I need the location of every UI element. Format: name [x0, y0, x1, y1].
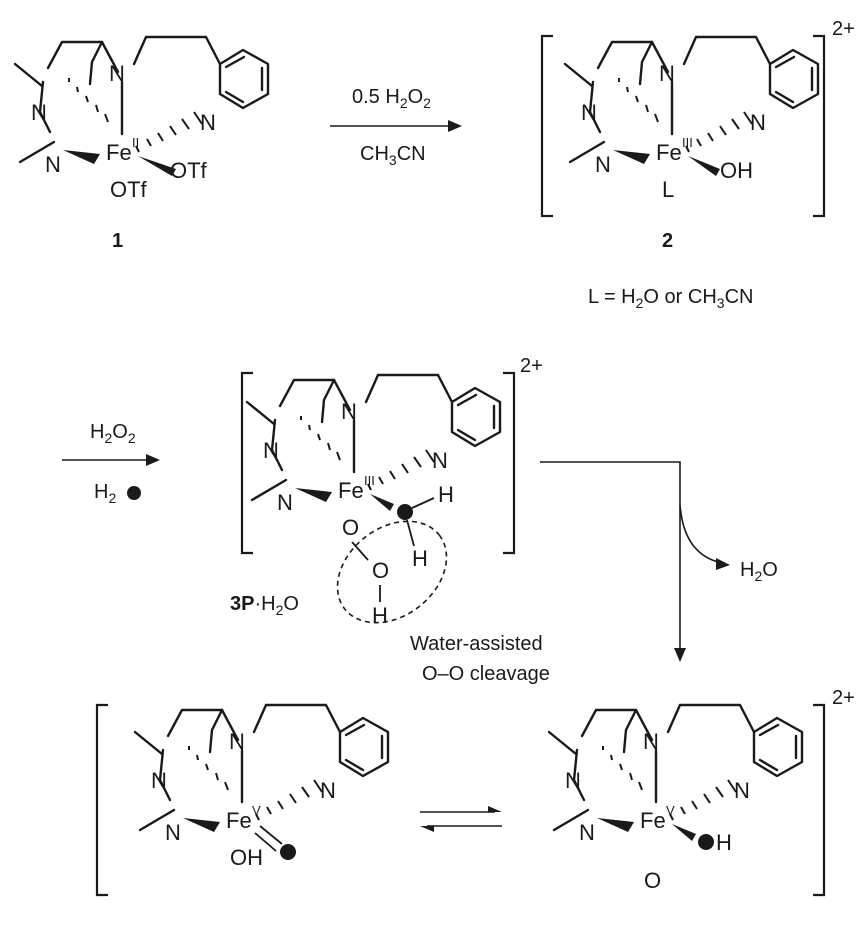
byproduct-water: H2O	[740, 559, 778, 584]
charge-2: 2+	[832, 18, 855, 40]
n-top: N	[109, 61, 125, 86]
svg-text:CH3CN: CH3CN	[360, 143, 426, 168]
svg-text:H: H	[372, 603, 388, 628]
fe-label: Fe	[226, 808, 252, 833]
svg-text:N: N	[432, 448, 448, 473]
equilibrium-arrows	[420, 806, 502, 832]
svg-text:N: N	[659, 61, 675, 86]
svg-text:N: N	[151, 768, 167, 793]
oh-ligand: OH	[720, 158, 753, 183]
fe-oxidation: III	[682, 135, 693, 150]
labeled-oxygen-icon	[127, 486, 141, 500]
charge-bottom: 2+	[832, 687, 855, 709]
svg-text:N: N	[643, 729, 659, 754]
water-assist-ring	[336, 520, 448, 624]
compound-1-label: 1	[112, 230, 123, 252]
compound-3p: 2+ N N N N Fe III H H O O H 3P·H2O	[230, 355, 543, 628]
svg-text:0.5 H2O2: 0.5 H2O2	[352, 86, 431, 111]
compound-fev-hydroxo: 2+ N N N N Fe V H O	[547, 687, 855, 897]
solvent-text: CH	[360, 143, 389, 165]
compound-1: N N N N Fe II OTf OTf 1	[13, 35, 270, 252]
svg-text:N: N	[595, 152, 611, 177]
fe-label: Fe	[656, 140, 682, 165]
reagent-labeled-water: H	[94, 481, 108, 503]
reagent-h2o2-text: 0.5 H	[352, 86, 400, 108]
svg-text:N: N	[734, 778, 750, 803]
ligand-definition: L = H2O or CH3CN	[588, 286, 753, 311]
labeled-oxygen-icon	[397, 504, 413, 520]
l-ligand: L	[662, 177, 674, 202]
svg-text:N: N	[165, 820, 181, 845]
arrow-step-1: 0.5 H2O2 CH3CN	[330, 86, 462, 168]
svg-text:H2: H2	[94, 481, 116, 506]
n-left: N	[31, 100, 47, 125]
oxo-o: O	[644, 868, 661, 893]
svg-text:N: N	[263, 438, 279, 463]
peroxo-o1: O	[342, 515, 359, 540]
svg-text:N: N	[579, 820, 595, 845]
reagent-h2o2-2: H	[90, 421, 104, 443]
peroxo-o2: O	[372, 558, 389, 583]
arrow-step-3: H2O	[540, 461, 778, 662]
svg-text:H: H	[716, 830, 732, 855]
annotation-line-1: Water-assisted	[410, 633, 543, 655]
fe-label: Fe	[338, 478, 364, 503]
oh-ligand: OH	[230, 845, 263, 870]
compound-2: 2+ N N N N Fe III OH L 2	[540, 18, 855, 252]
svg-text:H: H	[412, 546, 428, 571]
n-pyridine: N	[200, 110, 216, 135]
arrow-step-2: H2O2 H2	[62, 421, 160, 506]
svg-text:N: N	[341, 399, 357, 424]
svg-text:H: H	[438, 482, 454, 507]
svg-text:N: N	[565, 768, 581, 793]
fe-oxidation: II	[132, 135, 139, 150]
otf-equatorial: OTf	[170, 158, 208, 183]
compound-3p-label: 3P·H2O	[230, 593, 299, 618]
compound-2-label: 2	[662, 230, 673, 252]
fe-label: Fe	[640, 808, 666, 833]
svg-text:N: N	[581, 100, 597, 125]
fe-oxidation: III	[364, 473, 375, 488]
svg-text:N: N	[320, 778, 336, 803]
charge-3p: 2+	[520, 355, 543, 377]
annotation-line-2: O–O cleavage	[422, 663, 550, 685]
svg-text:H2O2: H2O2	[90, 421, 136, 446]
svg-text:N: N	[229, 729, 245, 754]
fe-oxidation: V	[252, 803, 261, 818]
labeled-oxygen-icon	[698, 834, 714, 850]
n-bottom: N	[45, 152, 61, 177]
fe-oxidation: V	[666, 803, 675, 818]
svg-text:N: N	[277, 490, 293, 515]
svg-text:N: N	[750, 110, 766, 135]
otf-axial: OTf	[110, 177, 148, 202]
compound-fev-oxo: N N N N Fe V OH	[95, 703, 390, 897]
labeled-oxygen-icon	[280, 844, 296, 860]
fe-label: Fe	[106, 140, 132, 165]
